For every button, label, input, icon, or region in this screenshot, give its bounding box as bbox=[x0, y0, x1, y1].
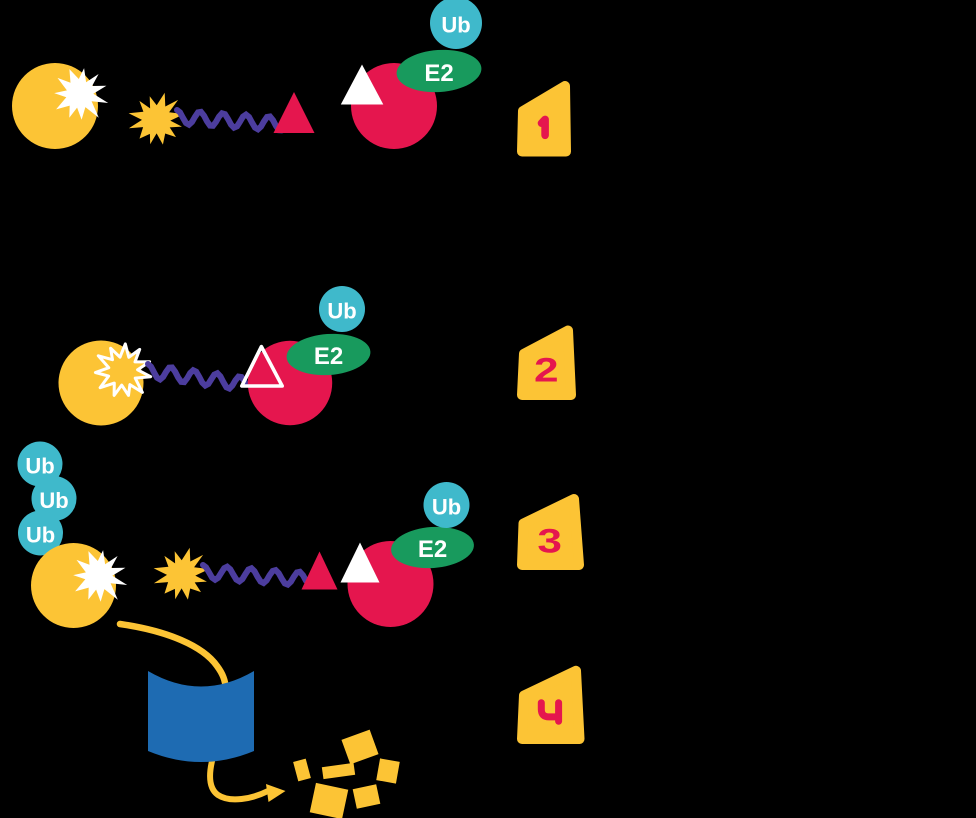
svg-text:2: 2 bbox=[534, 351, 559, 389]
svg-text:Ub: Ub bbox=[441, 13, 470, 38]
svg-text:Ub: Ub bbox=[26, 523, 55, 548]
svg-text:Ub: Ub bbox=[39, 488, 68, 513]
svg-text:E2: E2 bbox=[418, 536, 447, 563]
svg-text:E2: E2 bbox=[314, 343, 343, 370]
svg-text:3: 3 bbox=[537, 522, 562, 560]
svg-text:E2: E2 bbox=[424, 60, 453, 87]
svg-text:Ub: Ub bbox=[432, 495, 461, 520]
svg-text:Ub: Ub bbox=[327, 299, 356, 324]
svg-text:Ub: Ub bbox=[25, 454, 54, 479]
